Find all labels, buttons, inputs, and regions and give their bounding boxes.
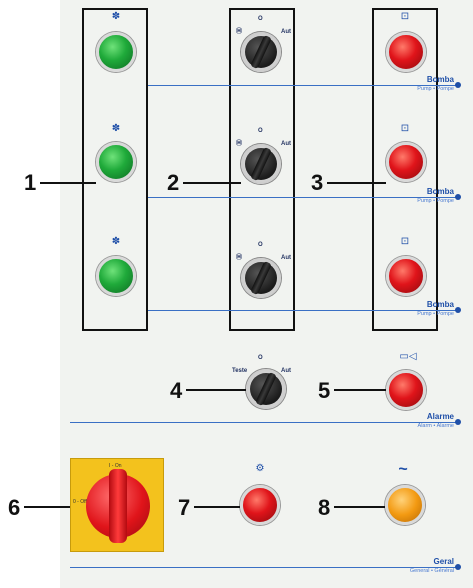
alarm-selector-label-test: Teste — [232, 368, 247, 374]
section-subtitle-bomba1: Pump • Pompe — [400, 87, 454, 93]
selector-label-manual: Ⓜ — [236, 29, 242, 35]
fault-icon: ⚙ — [253, 464, 267, 474]
callout-line-5 — [334, 389, 386, 391]
callout-8: 8 — [318, 497, 330, 519]
main-switch[interactable]: I - On 0 - Off — [70, 458, 164, 552]
selector-label-manual: Ⓜ — [236, 255, 242, 261]
section-line-bomba1 — [148, 85, 458, 86]
fan-lamp-2 — [96, 142, 136, 182]
section-subtitle-bomba2: Pump • Pompe — [400, 199, 454, 205]
callout-2: 2 — [167, 172, 179, 194]
section-line-alarme — [70, 422, 458, 423]
section-line-bomba2 — [148, 197, 458, 198]
section-title-bomba3: Bomba — [400, 301, 454, 309]
section-title-geral: Geral — [400, 558, 454, 566]
section-dot-bomba2 — [455, 194, 461, 200]
callout-4: 4 — [170, 380, 182, 402]
section-subtitle-alarme: Alarm • Alarme — [390, 424, 454, 430]
callout-5: 5 — [318, 380, 330, 402]
alarm-selector-label-off: O — [258, 355, 263, 361]
general-fault-lamp — [240, 485, 280, 525]
alarm-lamp — [386, 370, 426, 410]
pump-selector-3[interactable] — [241, 258, 281, 298]
section-title-alarme: Alarme — [400, 413, 454, 421]
section-dot-bomba1 — [455, 82, 461, 88]
callout-line-4 — [186, 389, 246, 391]
section-dot-geral — [455, 564, 461, 570]
section-title-bomba1: Bomba — [400, 76, 454, 84]
callout-line-2 — [183, 182, 241, 184]
alarm-selector[interactable] — [246, 369, 286, 409]
alarm-selector-label-auto: Aut — [281, 368, 291, 374]
section-dot-bomba3 — [455, 307, 461, 313]
section-subtitle-geral: General • Général — [380, 569, 454, 575]
pump-icon: ⊡ — [398, 237, 412, 247]
selector-label-off: O — [258, 128, 263, 134]
section-line-bomba3 — [148, 310, 458, 311]
selector-label-manual: Ⓜ — [236, 141, 242, 147]
main-switch-off-label: 0 - Off — [73, 499, 87, 505]
pump-fault-lamp-3 — [386, 256, 426, 296]
selector-label-off: O — [258, 242, 263, 248]
fan-lamp-1 — [96, 32, 136, 72]
section-dot-alarme — [455, 419, 461, 425]
callout-6: 6 — [8, 497, 20, 519]
pump-fault-lamp-1 — [386, 32, 426, 72]
fan-icon: ✽ — [109, 12, 123, 22]
fan-lamp-3 — [96, 256, 136, 296]
horn-icon: ▭◁ — [393, 352, 423, 362]
callout-3: 3 — [311, 172, 323, 194]
main-switch-handle[interactable] — [109, 469, 127, 543]
selector-label-auto: Aut — [281, 29, 291, 35]
callout-7: 7 — [178, 497, 190, 519]
selector-label-off: O — [258, 16, 263, 22]
callout-line-1 — [40, 182, 96, 184]
selector-label-auto: Aut — [281, 141, 291, 147]
pump-icon: ⊡ — [398, 12, 412, 22]
selector-label-auto: Aut — [281, 255, 291, 261]
section-subtitle-bomba3: Pump • Pompe — [400, 312, 454, 318]
section-title-bomba2: Bomba — [400, 188, 454, 196]
pump-fault-lamp-2 — [386, 142, 426, 182]
callout-line-8 — [334, 506, 385, 508]
pump-selector-1[interactable] — [241, 32, 281, 72]
pump-selector-2[interactable] — [241, 144, 281, 184]
power-icon: ~ — [396, 462, 410, 478]
callout-line-7 — [194, 506, 240, 508]
callout-1: 1 — [24, 172, 36, 194]
power-lamp — [385, 485, 425, 525]
pump-icon: ⊡ — [398, 124, 412, 134]
callout-line-3 — [327, 182, 386, 184]
section-line-geral — [70, 567, 458, 568]
fan-icon: ✽ — [109, 124, 123, 134]
fan-icon: ✽ — [109, 237, 123, 247]
callout-line-6 — [24, 506, 70, 508]
